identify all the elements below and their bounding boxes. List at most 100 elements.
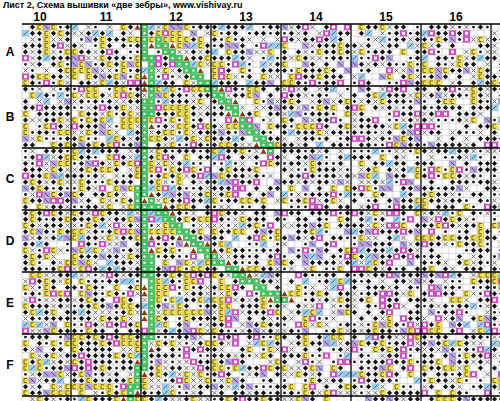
stitch-symbol: [143, 45, 145, 47]
stitch-symbol: [478, 43, 483, 48]
stitch-symbol: [409, 38, 413, 42]
stitch-symbol: [38, 82, 41, 85]
stitch-symbol: [87, 56, 91, 60]
stitch-symbol: [402, 63, 405, 66]
stitch-symbol: [205, 43, 210, 48]
stitch-symbol: [100, 49, 105, 54]
stitch-symbol: [485, 74, 490, 79]
stitch-symbol: [457, 31, 462, 36]
stitch-symbol: [114, 80, 119, 85]
stitch-symbol: [394, 37, 399, 42]
stitch-symbol: [122, 81, 126, 85]
stitch-symbol: [150, 57, 152, 59]
stitch-symbol: [45, 69, 49, 73]
stitch-symbol: [30, 74, 35, 79]
stitch-symbol: [38, 38, 41, 41]
stitch-symbol: [191, 37, 196, 42]
stitch-symbol: [65, 87, 70, 92]
stitch-symbol: [465, 56, 469, 60]
stitch-symbol: [86, 80, 91, 85]
stitch-symbol: [345, 43, 350, 48]
stitch-symbol: [150, 88, 152, 90]
stitch-symbol: [247, 74, 252, 79]
stitch-symbol: [45, 81, 48, 84]
stitch-symbol: [367, 57, 370, 60]
stitch-symbol: [493, 50, 497, 54]
stitch-symbol: [430, 44, 434, 48]
stitch-symbol: [100, 31, 105, 36]
stitch-symbol: [492, 37, 497, 42]
stitch-symbol: [430, 50, 433, 53]
stitch-symbol: [290, 69, 293, 72]
stitch-symbol: [304, 81, 307, 84]
stitch-symbol: [297, 75, 300, 78]
stitch-symbol: [23, 49, 28, 54]
stitch-symbol: [485, 80, 490, 85]
stitch-symbol: [492, 56, 497, 61]
stitch-symbol: [486, 62, 490, 66]
stitch-symbol: [171, 51, 173, 53]
stitch-symbol: [136, 51, 139, 54]
stitch-symbol: [465, 25, 469, 29]
stitch-symbol: [150, 63, 152, 65]
stitch-symbol: [157, 57, 160, 60]
stitch-symbol: [493, 31, 497, 35]
stitch-symbol: [289, 37, 294, 42]
stitch-symbol: [65, 56, 70, 61]
stitch-symbol: [31, 88, 34, 91]
stitch-symbol: [136, 81, 139, 84]
stitch-symbol: [311, 25, 315, 29]
stitch-symbol: [290, 56, 294, 60]
stitch-symbol: [163, 56, 168, 61]
stitch-symbol: [430, 38, 433, 41]
stitch-symbol: [80, 57, 83, 60]
stitch-symbol: [416, 26, 419, 29]
stitch-symbol: [199, 76, 201, 78]
stitch-symbol: [23, 87, 28, 92]
stitch-symbol: [192, 76, 194, 78]
stitch-symbol: [121, 37, 126, 42]
stitch-symbol: [366, 43, 371, 48]
stitch-symbol: [345, 49, 350, 54]
stitch-symbol: [219, 80, 224, 85]
stitch-symbol: [87, 25, 91, 29]
stitch-symbol: [318, 38, 321, 41]
stitch-symbol: [353, 50, 357, 54]
stitch-symbol: [115, 69, 118, 72]
stitch-symbol: [163, 80, 168, 85]
stitch-symbol: [472, 26, 475, 29]
stitch-symbol: [262, 38, 266, 42]
stitch-symbol: [269, 32, 272, 35]
stitch-symbol: [107, 74, 112, 79]
stitch-symbol: [248, 38, 252, 42]
stitch-symbol: [248, 32, 251, 35]
stitch-symbol: [471, 62, 476, 67]
stitch-symbol: [451, 32, 454, 35]
stitch-symbol: [157, 75, 160, 78]
stitch-symbol: [472, 69, 476, 73]
stitch-symbol: [226, 80, 231, 85]
stitch-symbol: [472, 38, 476, 42]
stitch-symbol: [128, 25, 133, 30]
stitch-symbol: [23, 43, 28, 48]
stitch-symbol: [157, 25, 161, 29]
stitch-symbol: [262, 57, 265, 60]
stitch-symbol: [38, 87, 42, 91]
stitch-symbol: [52, 82, 55, 85]
stitch-symbol: [429, 25, 434, 30]
stitch-symbol: [485, 56, 490, 61]
stitch-symbol: [443, 37, 448, 42]
stitch-symbol: [353, 82, 356, 85]
stitch-symbol: [282, 56, 287, 61]
stitch-symbol: [114, 56, 119, 61]
stitch-symbol: [31, 69, 34, 72]
stitch-symbol: [254, 31, 259, 36]
stitch-symbol: [157, 69, 161, 73]
stitch-symbol: [157, 51, 160, 54]
stitch-symbol: [464, 62, 469, 67]
stitch-symbol: [388, 25, 392, 29]
stitch-symbol: [276, 38, 280, 42]
stitch-symbol: [101, 69, 105, 73]
stitch-symbol: [178, 75, 182, 79]
